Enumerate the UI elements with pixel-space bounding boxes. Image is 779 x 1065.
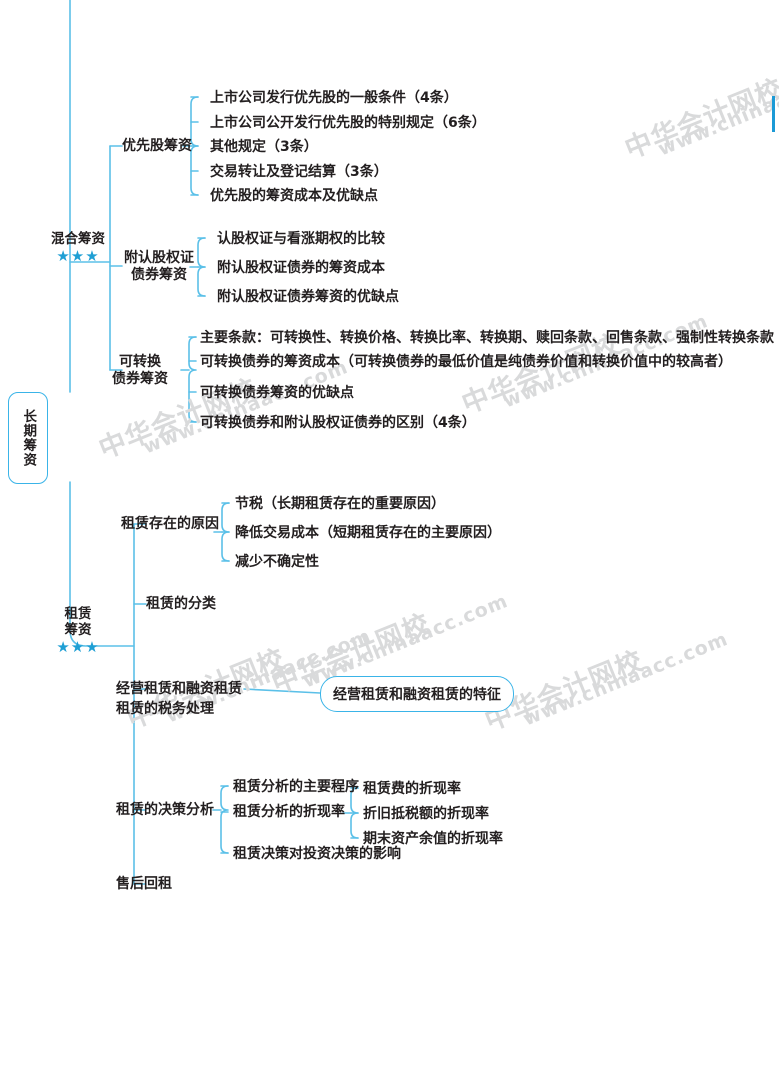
leaf-warrant-2[interactable]: 附认股权证债券的筹资成本 (217, 260, 385, 276)
ticks-convertible-items (188, 336, 197, 423)
node-convertible-bond-financing[interactable]: 可转换 债券筹资 (112, 354, 168, 388)
node-warrant-bond-financing-line1: 附认股权证 (124, 250, 194, 266)
leaf-convertible-3[interactable]: 可转换债券筹资的优缺点 (200, 385, 354, 401)
leaf-lease-reason-2[interactable]: 降低交易成本（短期租赁存在的主要原因） (235, 525, 501, 541)
node-warrant-bond-financing-line2: 债券筹资 (131, 267, 187, 284)
node-operating-vs-finance-lease[interactable]: 经营租赁和融资租赁 (116, 681, 242, 697)
node-lease-reasons[interactable]: 租赁存在的原因 (121, 516, 219, 532)
leaf-warrant-1[interactable]: 认股权证与看涨期权的比较 (217, 231, 385, 247)
leaf-lease-decision-1[interactable]: 租赁分析的主要程序 (233, 779, 359, 795)
leaf-convertible-4[interactable]: 可转换债券和附认股权证债券的区别（4条） (200, 415, 476, 431)
ticks-warrant-items (197, 237, 206, 297)
ticks-preferred-items (190, 96, 199, 196)
leaf-warrant-3[interactable]: 附认股权证债券筹资的优缺点 (217, 289, 399, 305)
branch-label-hybrid[interactable]: 混合筹资 ★★★ (44, 231, 112, 265)
leaf-discount-rate-1[interactable]: 租赁费的折现率 (363, 781, 461, 797)
ticks-lease-decision-items (220, 785, 229, 854)
leaf-lease-reason-1[interactable]: 节税（长期租赁存在的重要原因） (235, 496, 445, 512)
branch-rating-hybrid: ★★★ (56, 246, 100, 265)
callout-lease-features-label: 经营租赁和融资租赁的特征 (333, 687, 501, 703)
branch-rating-lease: ★★★ (56, 637, 100, 656)
leaf-discount-rate-2[interactable]: 折旧抵税额的折现率 (363, 806, 489, 822)
leaf-preferred-2[interactable]: 上市公司公开发行优先股的特别规定（6条） (210, 115, 486, 131)
ticks-lease-reason-items (221, 502, 230, 562)
page-edge-tab (772, 96, 775, 132)
root-node-label: 长期筹资 (20, 409, 37, 467)
leaf-lease-decision-3[interactable]: 租赁决策对投资决策的影响 (233, 846, 401, 862)
node-warrant-bond-financing[interactable]: 附认股权证 债券筹资 (124, 250, 194, 284)
leaf-preferred-5[interactable]: 优先股的筹资成本及优缺点 (210, 188, 378, 204)
leaf-lease-decision-2[interactable]: 租赁分析的折现率 (233, 804, 345, 820)
leaf-preferred-4[interactable]: 交易转让及登记结算（3条） (210, 164, 388, 180)
node-convertible-bond-financing-line2: 债券筹资 (112, 371, 168, 388)
ticks-discount-rate-items (350, 787, 359, 839)
node-lease-tax-treatment[interactable]: 租赁的税务处理 (116, 701, 214, 717)
leaf-preferred-3[interactable]: 其他规定（3条） (210, 139, 318, 155)
leaf-preferred-1[interactable]: 上市公司发行优先股的一般条件（4条） (210, 90, 458, 106)
branch-label-lease[interactable]: 租赁 筹资 ★★★ (50, 606, 106, 656)
spine-root-to-lease (69, 481, 135, 647)
branch-label-lease-line2: 筹资 (64, 621, 92, 638)
leaf-discount-rate-3[interactable]: 期末资产余值的折现率 (363, 831, 503, 847)
connector-to-feature-box (243, 688, 321, 694)
root-node[interactable]: 长期筹资 (8, 392, 48, 484)
leaf-lease-reason-3[interactable]: 减少不确定性 (235, 554, 319, 570)
bracket-convertible (188, 336, 197, 423)
node-lease-classification[interactable]: 租赁的分类 (146, 596, 216, 612)
node-preferred-stock-financing[interactable]: 优先股筹资 (122, 138, 192, 154)
node-sale-leaseback[interactable]: 售后回租 (116, 876, 172, 892)
branch-label-hybrid-text: 混合筹资 (51, 231, 105, 247)
node-lease-decision-analysis[interactable]: 租赁的决策分析 (116, 802, 214, 818)
callout-lease-features[interactable]: 经营租赁和融资租赁的特征 (320, 676, 514, 712)
bracket-lease-decision (220, 785, 229, 854)
leaf-convertible-1[interactable]: 主要条款：可转换性、转换价格、转换比率、转换期、赎回条款、回售条款、强制性转换条… (200, 330, 774, 346)
branch-label-lease-line1: 租赁 (64, 606, 92, 622)
node-convertible-bond-financing-line1: 可转换 (119, 354, 161, 370)
leaf-convertible-2[interactable]: 可转换债券的筹资成本（可转换债券的最低价值是纯债券价值和转换价值中的较高者） (200, 354, 732, 370)
